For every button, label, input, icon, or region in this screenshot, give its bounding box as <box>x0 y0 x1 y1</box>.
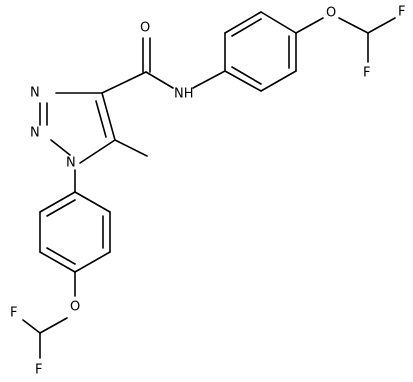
lower-difluoromethoxy-group <box>22 271 76 359</box>
atom-label-n1: N <box>66 156 76 171</box>
bond-n-aryl <box>192 70 226 89</box>
lower-phenyl-ring <box>39 191 111 273</box>
bond-c4-c5-inner <box>95 100 107 138</box>
bond-c5-n1 <box>79 139 116 164</box>
bond-c4-carbonyl <box>101 71 147 94</box>
atom-label-upper-f2: F <box>363 66 370 81</box>
upper-phenyl-ring <box>224 11 297 92</box>
atom-label-amide-o: O <box>140 21 150 36</box>
triazole-ring <box>39 92 116 164</box>
atom-label-upper-o: O <box>326 6 336 21</box>
atom-label-lower-f2: F <box>35 363 42 378</box>
atom-label-lower-o: O <box>70 300 80 315</box>
atom-label-n2: N <box>30 126 40 141</box>
bond-methyl <box>114 139 148 157</box>
atom-label-n3: N <box>30 86 40 101</box>
bond-carbonyl-n <box>145 71 174 89</box>
carboxamide-group <box>101 37 226 94</box>
upper-difluoromethoxy-group <box>295 17 396 63</box>
atom-label-upper-f1: F <box>398 5 405 20</box>
bond-n1-n2 <box>50 139 71 156</box>
atom-label-amide-nh: NH <box>174 87 194 102</box>
atom-label-lower-f1: F <box>10 306 17 321</box>
bond-c4-c5 <box>101 92 116 141</box>
